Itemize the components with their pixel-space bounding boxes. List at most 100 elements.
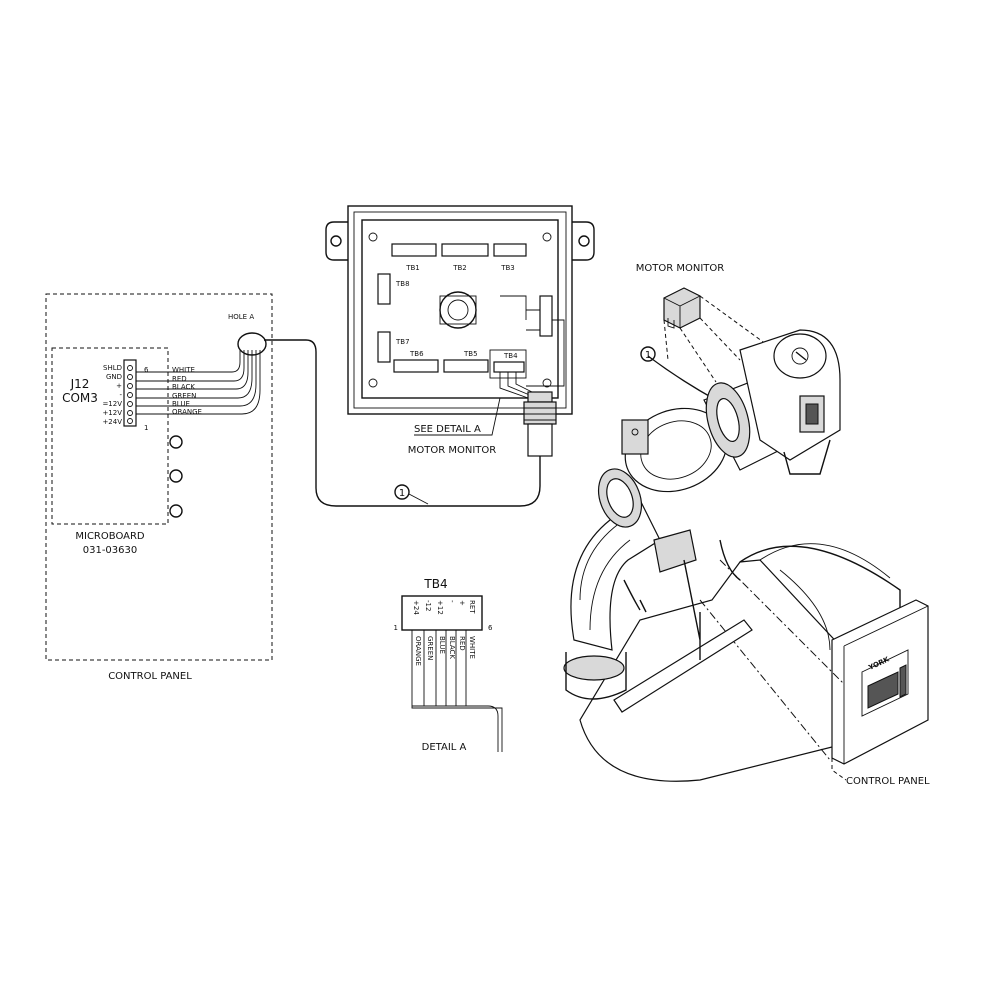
detail-title: DETAIL A — [422, 742, 467, 753]
terminal-label-tb7: TB7 — [395, 338, 410, 346]
wire-label-orange: ORANGE — [172, 408, 202, 416]
chiller-control-panel-label: CONTROL PANEL — [846, 776, 930, 787]
detail-wire-label: GREEN — [426, 636, 434, 660]
terminal-strip-tb8 — [377, 273, 391, 305]
control-panel-screen-frame — [861, 649, 909, 717]
microboard-part: 031-03630 — [83, 545, 138, 556]
control-panel-title: CONTROL PANEL — [108, 671, 192, 682]
detail-wire-label: RED — [458, 636, 466, 651]
cable-gland-nut — [527, 391, 553, 403]
control-panel-leader — [831, 758, 847, 781]
evaporator-shell — [739, 545, 901, 660]
cable-callout-circle — [394, 484, 410, 500]
detail-pin-last: 6 — [488, 624, 493, 632]
cable-callout-leader — [408, 493, 429, 505]
elbow-flange-bottom — [563, 655, 625, 681]
control-panel-keypad — [899, 664, 907, 698]
tb4-pin-label: -12 — [424, 600, 432, 611]
chiller-cable-callout: 1 — [645, 350, 651, 361]
terminal-label-tb6: TB6 — [409, 350, 424, 358]
motor-foot — [783, 439, 831, 475]
see-detail-leader — [414, 397, 501, 436]
compressor-junction-box — [621, 419, 649, 455]
tb4-terminal-block — [401, 595, 483, 631]
motor-monitor-title: MOTOR MONITOR — [408, 445, 497, 456]
j12-pin-circles — [127, 365, 133, 424]
pin-label-minus: - — [119, 391, 122, 399]
left-control-panel: CONTROL PANEL J12 COM3 MICROBOARD 031-03… — [45, 293, 273, 682]
mounting-ear-right — [572, 221, 595, 261]
microboard-outline — [51, 347, 169, 525]
motor-monitor-board — [361, 219, 559, 399]
hole-a — [237, 332, 267, 356]
pin-label-pos12v: +12V — [102, 409, 122, 417]
terminal-label-tb2: TB2 — [452, 264, 467, 272]
j12-wires — [136, 350, 261, 415]
pin-top-number: 6 — [144, 366, 149, 374]
motor-monitor-box-iso — [663, 287, 701, 329]
detail-wire-label: BLUE — [438, 636, 446, 654]
pin-label-gnd: GND — [106, 373, 122, 381]
cable-callout-left: 1 — [399, 488, 405, 499]
wire-label-white: WHITE — [172, 366, 195, 374]
motor-monitor-enclosure — [347, 205, 573, 415]
right-connector — [539, 295, 553, 337]
wire-label-black: BLACK — [172, 383, 195, 391]
tb4-pin-label: + — [458, 600, 466, 606]
terminal-strip-tb2 — [441, 243, 489, 257]
detail-pin-first: 1 — [394, 624, 398, 632]
tb4-pin-label: +12 — [436, 600, 444, 615]
cable-gland-body — [523, 401, 557, 425]
terminal-strip-tb4 — [493, 361, 525, 373]
detail-a: TB4 1 6 +24 -12 +12 - + RET ORANGE GREEN… — [394, 577, 503, 753]
connector-name: J12 — [70, 377, 90, 391]
microboard-name: MICROBOARD — [75, 531, 145, 542]
detail-block-name: TB4 — [423, 577, 447, 591]
pin-label-plus: + — [116, 382, 122, 390]
terminal-strip-tb1 — [391, 243, 437, 257]
chiller-isometric: MOTOR MONITOR 1 YORK CONTROL PANEL — [563, 263, 930, 787]
pin-bottom-number: 1 — [144, 424, 148, 432]
route-dashed-lines — [699, 559, 845, 761]
terminal-label-tb1: TB1 — [405, 264, 420, 272]
terminal-strip-tb5 — [443, 359, 489, 373]
control-panel-outline — [45, 293, 273, 661]
detail-wire-labels: ORANGE GREEN BLUE BLACK RED WHITE — [414, 636, 476, 666]
hole-label: HOLE A — [228, 313, 254, 321]
cable-1-left — [264, 339, 541, 507]
terminal-label-tb4: TB4 — [503, 352, 518, 360]
terminal-label-tb8: TB8 — [395, 280, 410, 288]
oil-pump-block — [653, 529, 697, 573]
pin-label-shld: SHLD — [103, 364, 122, 372]
detail-wires — [411, 630, 503, 752]
terminal-strip-tb7 — [377, 331, 391, 363]
terminal-strip-tb6 — [393, 359, 439, 373]
motor-monitor-enclosure-inner — [353, 211, 567, 409]
connector-port: COM3 — [62, 391, 98, 405]
wire-label-green: GREEN — [172, 392, 196, 400]
control-panel-screen — [867, 671, 899, 709]
see-detail-label: SEE DETAIL A — [414, 424, 481, 435]
terminal-label-tb3: TB3 — [500, 264, 515, 272]
terminal-strip-tb3 — [493, 243, 527, 257]
knockout-hole — [169, 435, 183, 449]
knockout-hole — [169, 504, 183, 518]
wire-label-red: RED — [172, 375, 187, 383]
mounting-ear-left — [325, 221, 348, 261]
detail-wire-label: ORANGE — [414, 636, 422, 666]
tb4-pin-labels: +24 -12 +12 - + RET — [412, 600, 476, 615]
pin-label-neg12v: =12V — [102, 400, 122, 408]
tb4-pin-label: - — [448, 600, 456, 603]
chiller-motor-monitor-label: MOTOR MONITOR — [636, 263, 725, 274]
terminal-label-tb5: TB5 — [463, 350, 478, 358]
tb4-pin-label: RET — [468, 600, 476, 614]
chiller-base — [579, 559, 845, 782]
j12-connector-block — [123, 359, 137, 427]
cable-gland-sleeve — [527, 423, 553, 457]
tb4-pin-label: +24 — [412, 600, 420, 615]
board-center-component — [439, 291, 477, 329]
detail-wire-label: BLACK — [448, 636, 456, 659]
projection-lines — [663, 295, 767, 383]
